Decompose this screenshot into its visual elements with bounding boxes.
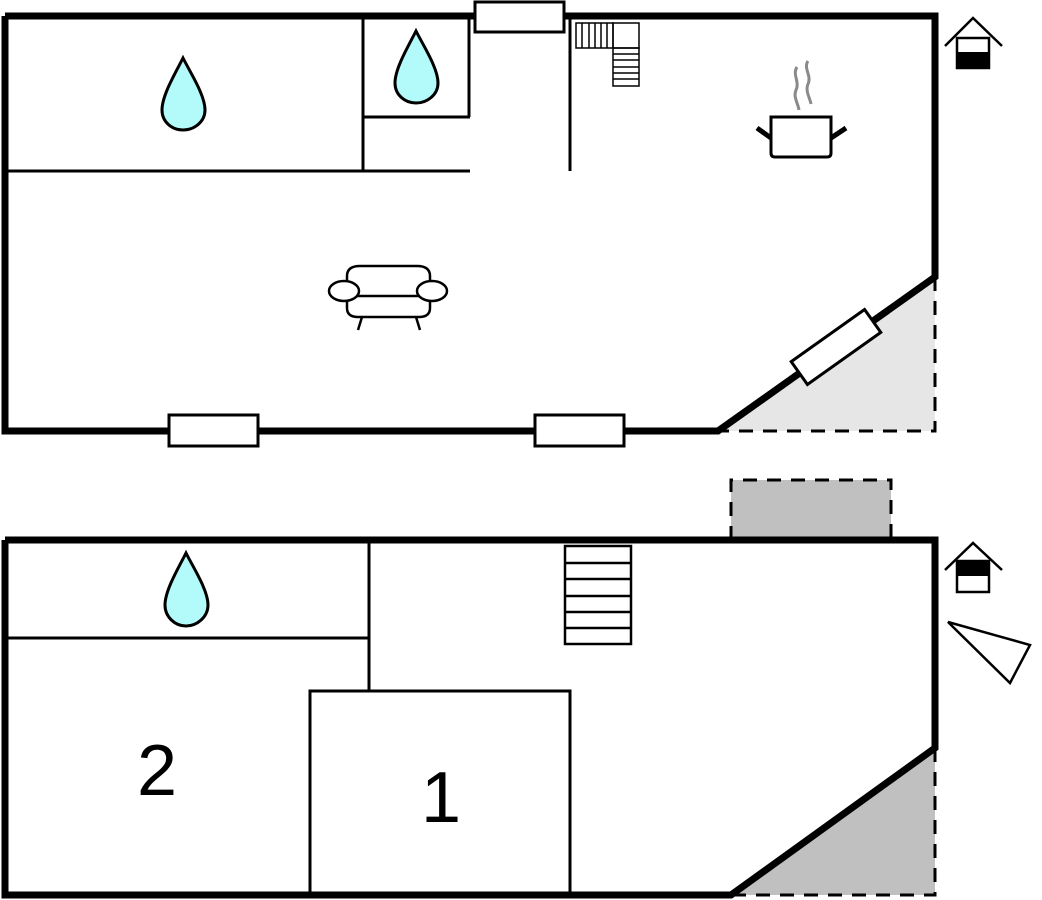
window-bottom-right (533, 413, 626, 448)
terrace-lower-dashed-edge (731, 748, 937, 897)
floor-indicator-upper-icon (944, 16, 1003, 70)
staircase-icon (563, 544, 633, 646)
water-drop-icon (393, 27, 440, 105)
terrace-entrance-dashed-edge (729, 478, 893, 540)
cooking-pot-icon (755, 60, 848, 159)
ground-floor: 2 1 (1, 478, 1032, 899)
outer-wall-lower (1, 536, 939, 899)
sofa-icon (327, 264, 449, 331)
room-label-2: 2 (137, 731, 177, 811)
floor-indicator-lower-icon (944, 541, 1003, 594)
interior-wall (308, 689, 572, 895)
terrace-upper-dashed-edge (718, 277, 937, 433)
water-drop-icon (160, 54, 207, 132)
compass-north-icon (947, 620, 1032, 686)
upper-floor (1, 0, 1003, 448)
staircase-icon (575, 22, 640, 87)
room-label-1: 1 (421, 758, 461, 838)
window-top (473, 0, 566, 34)
window-bottom-left (167, 413, 260, 448)
window-diagonal (789, 307, 883, 387)
water-drop-icon (163, 549, 210, 628)
terrace-entrance (731, 480, 891, 540)
